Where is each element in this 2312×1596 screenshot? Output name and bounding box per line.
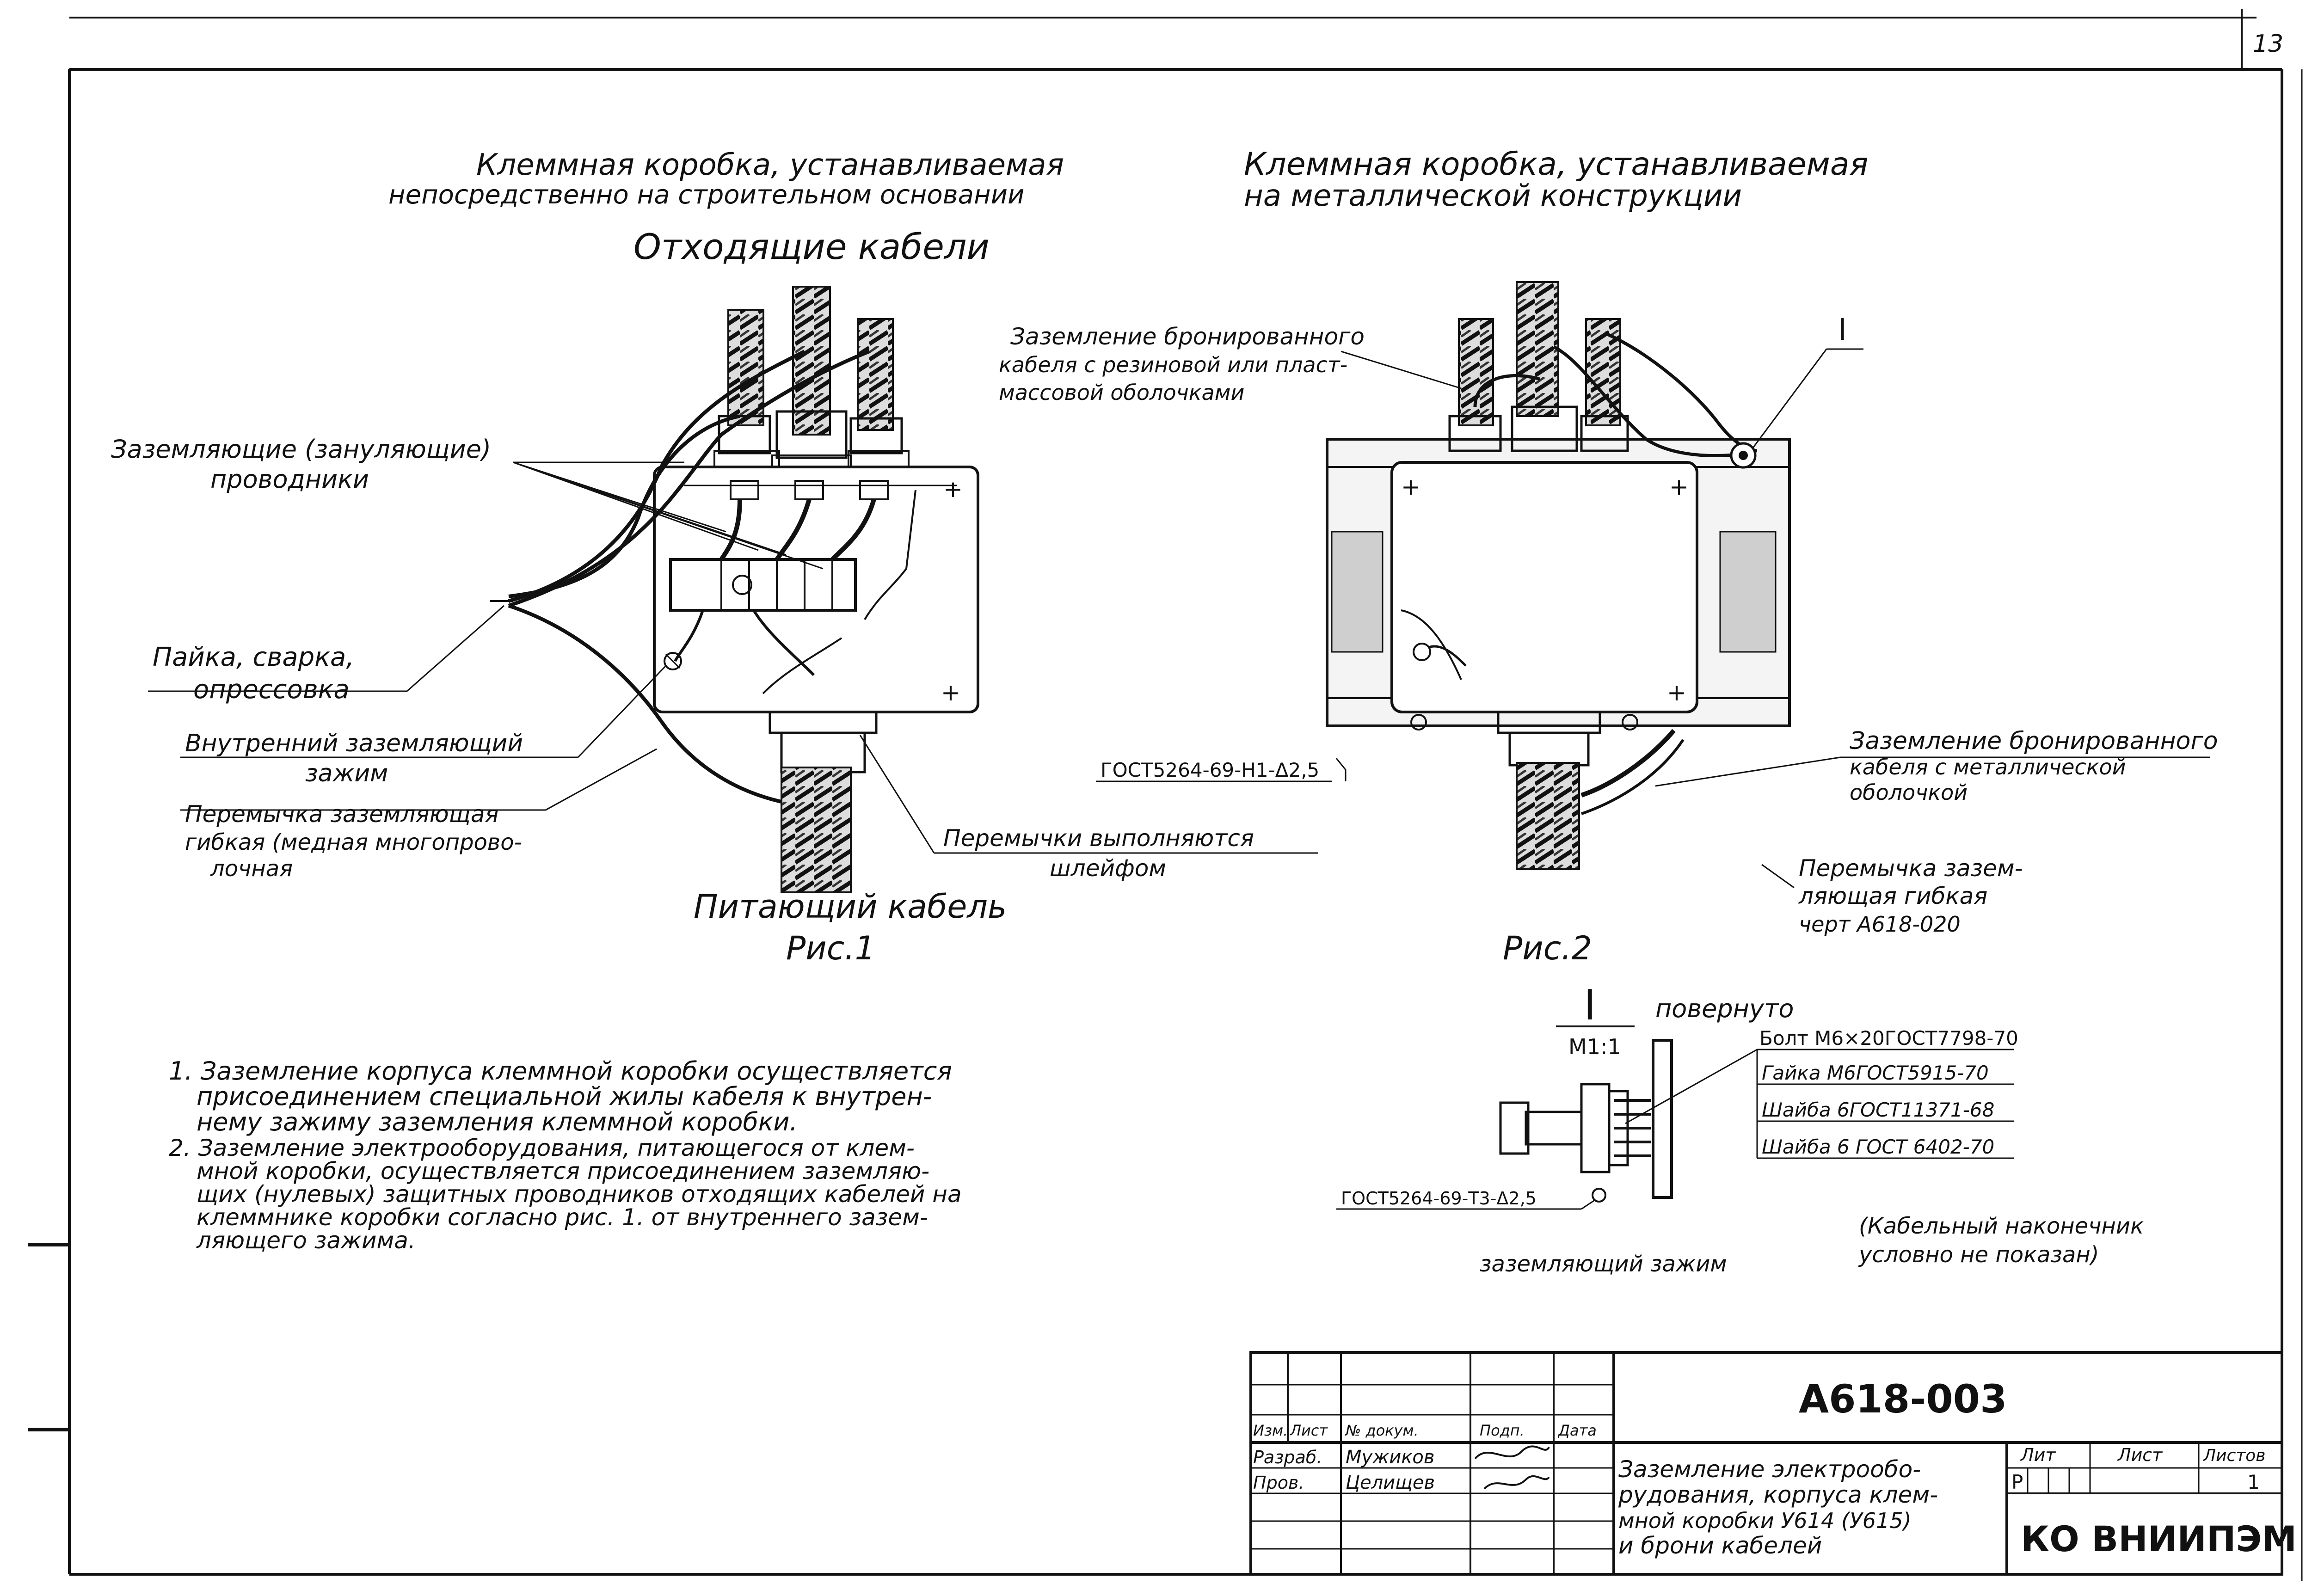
detail-washer2-label: Шайба 6 ГОСТ 6402-70	[1762, 1136, 1994, 1158]
fig2-armor-rubber-label-3: массовой оболочками	[999, 380, 1244, 405]
fig2-junction-box-drawing: + + +	[1326, 281, 1791, 870]
title-role-checker: Пров.	[1253, 1473, 1304, 1493]
fig1-title-line1: Клеммная коробка, устанавливаемая	[476, 148, 1064, 182]
fig2-detail-mark: I	[1838, 313, 1847, 347]
fig2-box-body	[1390, 461, 1698, 713]
fig1-terminal-block	[669, 558, 857, 612]
fig1-outgoing-cable-2	[792, 286, 831, 436]
title-role-developer: Разраб.	[1253, 1447, 1322, 1467]
title-col-izm: Изм.	[1253, 1422, 1288, 1439]
detail-leader-lines	[1336, 1049, 2014, 1210]
fig2-armor-metal-label-1: Заземление бронированного	[1850, 727, 2218, 755]
fig2-armor-rubber-label-1: Заземление бронированного	[1010, 323, 1365, 350]
svg-text:+: +	[941, 679, 960, 706]
fig1-supply-cable	[781, 767, 852, 893]
fig2-jumper-label-1: Перемычка зазем-	[1799, 855, 2023, 882]
detail-nut-label: Гайка М6ГОСТ5915-70	[1762, 1062, 1989, 1084]
fig1-grounding-conductors-label-2: проводники	[210, 465, 369, 494]
title-name-developer: Мужиков	[1346, 1447, 1434, 1468]
fig1-outgoing-cables: Отходящие кабели	[633, 226, 990, 267]
fig2-jumper-label-2: ляющая гибкая	[1798, 883, 1987, 909]
svg-text:+: +	[1669, 473, 1689, 500]
note-line-2: присоединением специальной жилы кабеля к…	[197, 1082, 932, 1111]
fig2-armor-rubber-label-2: кабеля с резиновой или пласт-	[999, 352, 1347, 377]
detail-gost-weld-label: ГОСТ5264-69-Т3-Δ2,5	[1341, 1188, 1537, 1209]
title-sheets-label: Листов	[2202, 1446, 2265, 1465]
fig1-loop-jumpers-label-2: шлейфом	[1050, 855, 1166, 882]
fig2-title-line1: Клеммная коробка, устанавливаемая	[1244, 146, 1868, 183]
note-line-8: ляющего зажима.	[196, 1227, 416, 1254]
fig2-jumper-label-3: черт А618-020	[1799, 912, 1961, 937]
detail-washer1-label: Шайба 6ГОСТ11371-68	[1762, 1099, 1994, 1121]
fig1-internal-clamp-label-2: зажим	[305, 760, 388, 787]
title-text-line1: Заземление электрообо-	[1618, 1456, 1921, 1483]
fig1-soldering-label-1: Пайка, сварка,	[153, 642, 354, 672]
signature-developer	[1474, 1445, 1550, 1460]
fig1-jumper-label-1: Перемычка заземляющая	[185, 801, 499, 828]
detail-bolt-assembly	[1499, 1039, 1673, 1203]
fig1-junction-box-drawing: + +	[490, 286, 979, 893]
title-col-doc: № докум.	[1345, 1422, 1419, 1439]
detail-lug-note-1: (Кабельный наконечник	[1859, 1213, 2144, 1239]
fig1-grounding-conductors-label-1: Заземляющие (зануляющие)	[111, 435, 491, 464]
title-sheet-label: Лист	[2117, 1445, 2163, 1465]
page-number: 13	[2253, 30, 2283, 58]
fig1-caption: Рис.1	[786, 929, 875, 967]
title-lit-label: Лит	[2020, 1445, 2056, 1465]
fig1-loop-jumpers-label-1: Перемычки выполняются	[943, 825, 1254, 852]
title-text-line3: мной коробки У614 (У615)	[1618, 1508, 1912, 1533]
detail-bolt-label: Болт М6×20ГОСТ7798-70	[1759, 1027, 2018, 1050]
detail-scale: М1:1	[1568, 1034, 1621, 1059]
svg-text:+: +	[1667, 679, 1686, 706]
fig1-outgoing-cable-1	[727, 309, 764, 426]
fig2-supply-cable	[1516, 762, 1580, 870]
fig2-outgoing-cable-2	[1516, 281, 1559, 417]
fig1-soldering-label-2: опрессовка	[193, 675, 350, 705]
title-organization: КО ВНИИПЭМ	[2021, 1518, 2297, 1559]
fig1-jumper-label-3: лочная	[210, 856, 293, 882]
fig2-title-line2: на металлической конструкции	[1244, 179, 1742, 213]
fig1-jumper-label-2: гибкая (медная многопрово-	[185, 829, 522, 855]
fig1-internal-clamp-label-1: Внутренний заземляющий	[185, 730, 523, 757]
fig1-outgoing-cable-3	[857, 318, 894, 431]
title-text-line4: и брони кабелей	[1618, 1532, 1822, 1559]
note-line-3: нему зажиму заземления клеммной коробки.	[197, 1107, 798, 1136]
note-line-4: 2. Заземление электрооборудования, питаю…	[169, 1135, 915, 1161]
fig2-armor-metal-label-3: оболочкой	[1850, 780, 1968, 805]
title-col-list: Лист	[1290, 1422, 1328, 1439]
fig1-title-line2: непосредственно на строительном основани…	[388, 180, 1024, 210]
fig2-outgoing-cable-1	[1458, 318, 1494, 426]
notes-block: 1. Заземление корпуса клеммной коробки о…	[169, 1056, 962, 1254]
detail-lug-note-2: условно не показан)	[1858, 1242, 2099, 1268]
title-block	[1249, 1351, 2283, 1576]
fig2-caption: Рис.2	[1503, 929, 1592, 967]
fig2-armor-metal-label-2: кабеля с металлической	[1850, 755, 2126, 780]
sheet-frame	[28, 9, 2303, 1581]
signature-checker	[1483, 1475, 1550, 1490]
detail-rotated-label: повернуто	[1655, 994, 1794, 1023]
title-text-line2: рудования, корпуса клем-	[1618, 1481, 1938, 1508]
title-col-date: Дата	[1557, 1422, 1597, 1439]
detail-clamp-label: заземляющий зажим	[1480, 1251, 1727, 1277]
title-sheets-value: 1	[2247, 1471, 2260, 1493]
note-line-6: щих (нулевых) защитных проводников отход…	[197, 1181, 962, 1208]
fig1-leader-lines	[148, 461, 1318, 854]
note-line-5: мной коробки, осуществляется присоединен…	[197, 1158, 929, 1185]
fig2-gost-weld-label: ГОСТ5264-69-Н1-Δ2,5	[1101, 759, 1319, 781]
svg-text:+: +	[1401, 473, 1420, 500]
title-lit-value: Р	[2011, 1471, 2023, 1493]
title-col-sign: Подп.	[1480, 1422, 1525, 1439]
fig1-supply-cable-label: Питающий кабель	[694, 888, 1007, 926]
fig2-leader-lines	[1096, 348, 2210, 889]
detail-mark: I	[1584, 981, 1596, 1030]
title-name-checker: Целищев	[1346, 1472, 1435, 1493]
note-line-7: клеммнике коробки согласно рис. 1. от вн…	[197, 1204, 928, 1231]
svg-text:+: +	[943, 476, 963, 503]
note-line-1: 1. Заземление корпуса клеммной коробки о…	[169, 1056, 952, 1086]
title-doc-code: А618-003	[1799, 1376, 2007, 1422]
